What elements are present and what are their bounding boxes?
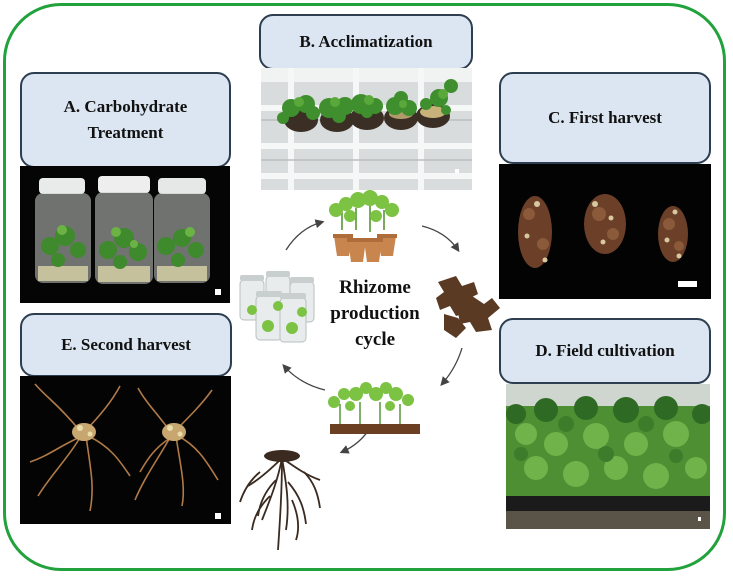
label-field-cultivation: D. Field cultivation <box>499 318 711 384</box>
label-first-harvest-text: C. First harvest <box>548 107 662 127</box>
field-bed-icon <box>328 382 420 434</box>
jars-icon <box>239 271 315 343</box>
label-field-cultivation-text: D. Field cultivation <box>535 340 675 360</box>
label-acclimatization-text: B. Acclimatization <box>299 31 433 51</box>
arrow-pots-out <box>421 225 460 253</box>
photo-first-harvest <box>499 164 711 299</box>
rhizome-icon <box>436 276 500 338</box>
cycle-title-line3: cycle <box>354 329 396 350</box>
label-carbohydrate-line1: A. Carbohydrate <box>63 96 188 116</box>
label-acclimatization: B. Acclimatization <box>259 14 473 70</box>
outer-frame <box>3 3 726 571</box>
photo-carbohydrate-treatment <box>20 166 230 303</box>
photo-field-cultivation <box>506 384 710 529</box>
label-carbohydrate-line2: Treatment <box>87 123 164 142</box>
cycle-title-line2: production <box>330 303 420 324</box>
cycle-title: Rhizome production cycle <box>300 275 450 353</box>
arrow-rhizome-out <box>440 347 463 386</box>
cycle-diagram <box>230 190 510 560</box>
potted-plants-icon <box>329 190 399 262</box>
photo-acclimatization <box>261 68 472 190</box>
label-second-harvest-text: E. Second harvest <box>61 334 191 354</box>
label-second-harvest: E. Second harvest <box>20 313 232 377</box>
label-first-harvest: C. First harvest <box>499 72 711 164</box>
label-carbohydrate-treatment: A. Carbohydrate Treatment <box>20 72 231 168</box>
photo-second-harvest <box>20 376 231 524</box>
arrow-pots-in <box>285 219 325 251</box>
cycle-title-line1: Rhizome <box>339 277 411 298</box>
arrow-to-jars <box>282 364 326 391</box>
roots-icon <box>239 457 321 551</box>
